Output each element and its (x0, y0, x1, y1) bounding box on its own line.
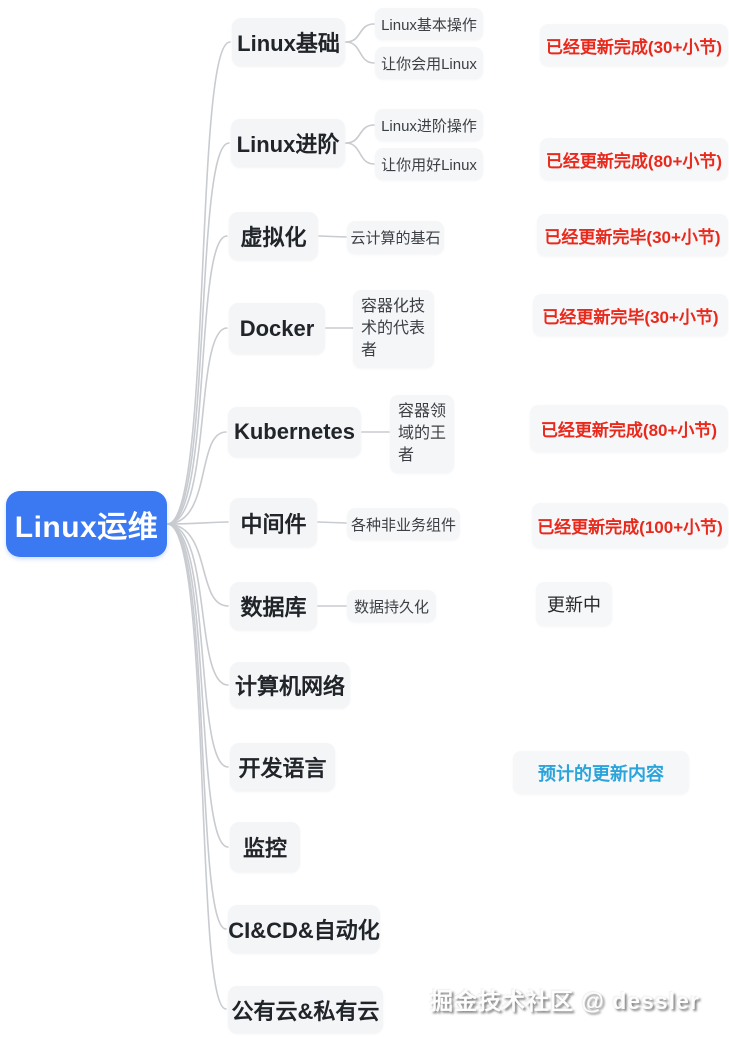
branch-virtualization: 虚拟化 (229, 212, 318, 260)
child-virtualization-desc: 云计算的基石 (347, 221, 444, 254)
connector-root-network (167, 523, 229, 686)
branch-cicd: CI&CD&自动化 (228, 905, 380, 953)
branch-middleware: 中间件 (230, 498, 317, 547)
child-kubernetes-desc: 容器领域的王者 (390, 395, 454, 473)
status-database: 更新中 (536, 582, 612, 626)
branch-database: 数据库 (230, 582, 317, 630)
branch-linux-basic: Linux基础 (232, 18, 345, 66)
branch-cloud: 公有云&私有云 (228, 986, 383, 1033)
branch-docker: Docker (229, 303, 325, 354)
child-linux-basic-ops: Linux基本操作 (375, 8, 483, 40)
connector-middleware-child (317, 521, 347, 524)
connector-root-database (167, 523, 229, 607)
child-linux-advanced-goal: 让你用好Linux (375, 148, 483, 180)
connector-root-kubernetes (167, 431, 227, 525)
child-linux-basic-goal: 让你会用Linux (375, 47, 483, 79)
connector-basic-child1 (345, 23, 375, 43)
connector-basic-child2 (345, 41, 375, 64)
connector-root-monitoring (167, 523, 229, 848)
branch-kubernetes: Kubernetes (228, 407, 361, 457)
status-kubernetes: 已经更新完成(80+小节) (530, 405, 728, 452)
child-docker-desc: 容器化技术的代表者 (353, 290, 434, 368)
connector-root-cloud (167, 523, 227, 1010)
connector-root-devlang (167, 523, 229, 768)
watermark: 掘金技术社区 @ dessler (430, 988, 700, 1014)
status-virtualization: 已经更新完毕(30+小节) (537, 214, 728, 256)
status-devlang-planned: 预计的更新内容 (513, 751, 689, 794)
status-docker: 已经更新完毕(30+小节) (533, 294, 728, 336)
connector-virtualization-child (318, 235, 347, 238)
connector-advanced-child2 (345, 142, 375, 165)
branch-monitoring: 监控 (230, 822, 300, 872)
branch-network: 计算机网络 (230, 662, 350, 708)
connector-advanced-child1 (345, 124, 375, 144)
child-database-desc: 数据持久化 (347, 590, 436, 622)
status-linux-advanced: 已经更新完成(80+小节) (540, 138, 728, 180)
connector-root-middleware (167, 521, 229, 525)
branch-devlang: 开发语言 (230, 743, 335, 791)
status-middleware: 已经更新完成(100+小节) (532, 503, 728, 548)
child-middleware-desc: 各种非业务组件 (347, 508, 460, 540)
connector-root-cicd (167, 523, 227, 930)
connector-root-virtualization (167, 235, 228, 525)
status-linux-basic: 已经更新完成(30+小节) (540, 24, 728, 66)
connector-root-linux-basic (167, 41, 231, 525)
child-linux-advanced-ops: Linux进阶操作 (375, 109, 483, 141)
root-node: Linux运维 (6, 491, 167, 557)
branch-linux-advanced: Linux进阶 (231, 119, 345, 167)
connector-root-linux-advanced (167, 142, 230, 525)
connector-root-docker (167, 327, 228, 525)
